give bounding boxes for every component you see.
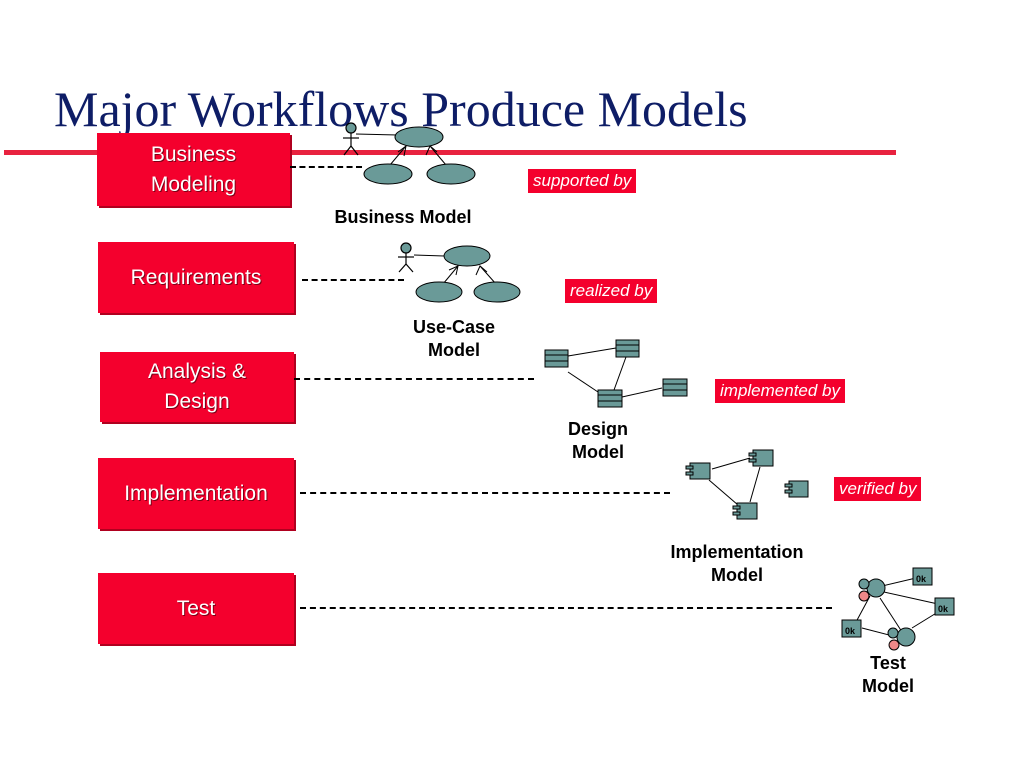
connector-business (290, 166, 362, 168)
connector-analysis (294, 378, 534, 380)
connector-requirements (302, 279, 404, 281)
model-label-line1: Test (870, 653, 906, 673)
model-label-design: Design Model (538, 418, 658, 464)
model-label-line1: Design (567, 419, 628, 439)
model-label-line2: Model (428, 340, 480, 360)
connector-test (300, 607, 832, 609)
workflow-analysis-design: Analysis & Design (100, 352, 294, 422)
actor-icon (343, 122, 359, 156)
component-icon (784, 480, 809, 498)
test-case-icon: 0k (841, 619, 862, 638)
slide-title: Major Workflows Produce Models (54, 81, 748, 137)
business-model-diagram (343, 122, 476, 185)
test-case-icon: 0k (934, 597, 955, 616)
relation-realized-by: realized by (565, 279, 658, 303)
component-icon (748, 449, 774, 467)
use-case-model-diagram (398, 242, 521, 303)
actor-icon (398, 242, 414, 273)
use-case-icon (363, 163, 413, 185)
use-case-icon (426, 163, 476, 185)
class-icon (544, 349, 569, 368)
svg-text:0k: 0k (845, 626, 856, 636)
design-model-diagram (544, 339, 688, 408)
use-case-icon (473, 281, 521, 303)
relation-implemented-by: implemented by (715, 379, 846, 403)
class-icon (597, 389, 623, 408)
model-label-line1: Business Model (334, 207, 472, 227)
use-case-icon (443, 245, 491, 267)
model-label-line2: Model (572, 442, 624, 462)
workflow-requirements: Requirements (98, 242, 294, 313)
workflow-label-line1: Requirements (130, 265, 262, 289)
workflow-label-line2: Modeling (150, 172, 237, 196)
component-icon (685, 462, 711, 480)
model-label-line1: Use-Case (412, 317, 496, 337)
model-label-line2: Model (711, 565, 763, 585)
relation-verified-by: verified by (834, 477, 922, 501)
workflow-implementation: Implementation (98, 458, 294, 529)
svg-text:0k: 0k (938, 604, 949, 614)
connector-implementation (300, 492, 670, 494)
workflow-test: Test (98, 573, 294, 644)
test-model-diagram: 0k 0k 0k (841, 567, 955, 651)
implementation-model-diagram (685, 449, 809, 520)
model-label-line2: Model (862, 676, 914, 696)
title-underline (4, 150, 896, 155)
workflow-label-line1: Business (150, 142, 237, 166)
component-icon (732, 502, 758, 520)
svg-text:0k: 0k (916, 574, 927, 584)
model-label-line1: Implementation (670, 542, 804, 562)
class-icon (615, 339, 640, 358)
model-label-implementation: Implementation Model (646, 541, 828, 587)
model-label-business: Business Model (303, 206, 503, 229)
relation-supported-by: supported by (528, 169, 637, 193)
workflow-label-line1: Implementation (124, 481, 268, 505)
use-case-icon (394, 126, 444, 148)
model-label-use-case: Use-Case Model (384, 316, 524, 362)
model-label-test: Test Model (838, 652, 938, 698)
test-case-icon: 0k (912, 567, 933, 586)
workflow-label-line1: Test (176, 596, 216, 620)
workflow-label-line2: Design (164, 390, 230, 413)
class-icon (662, 378, 688, 397)
use-case-icon (415, 281, 463, 303)
workflow-label-line1: Analysis & (147, 360, 247, 383)
